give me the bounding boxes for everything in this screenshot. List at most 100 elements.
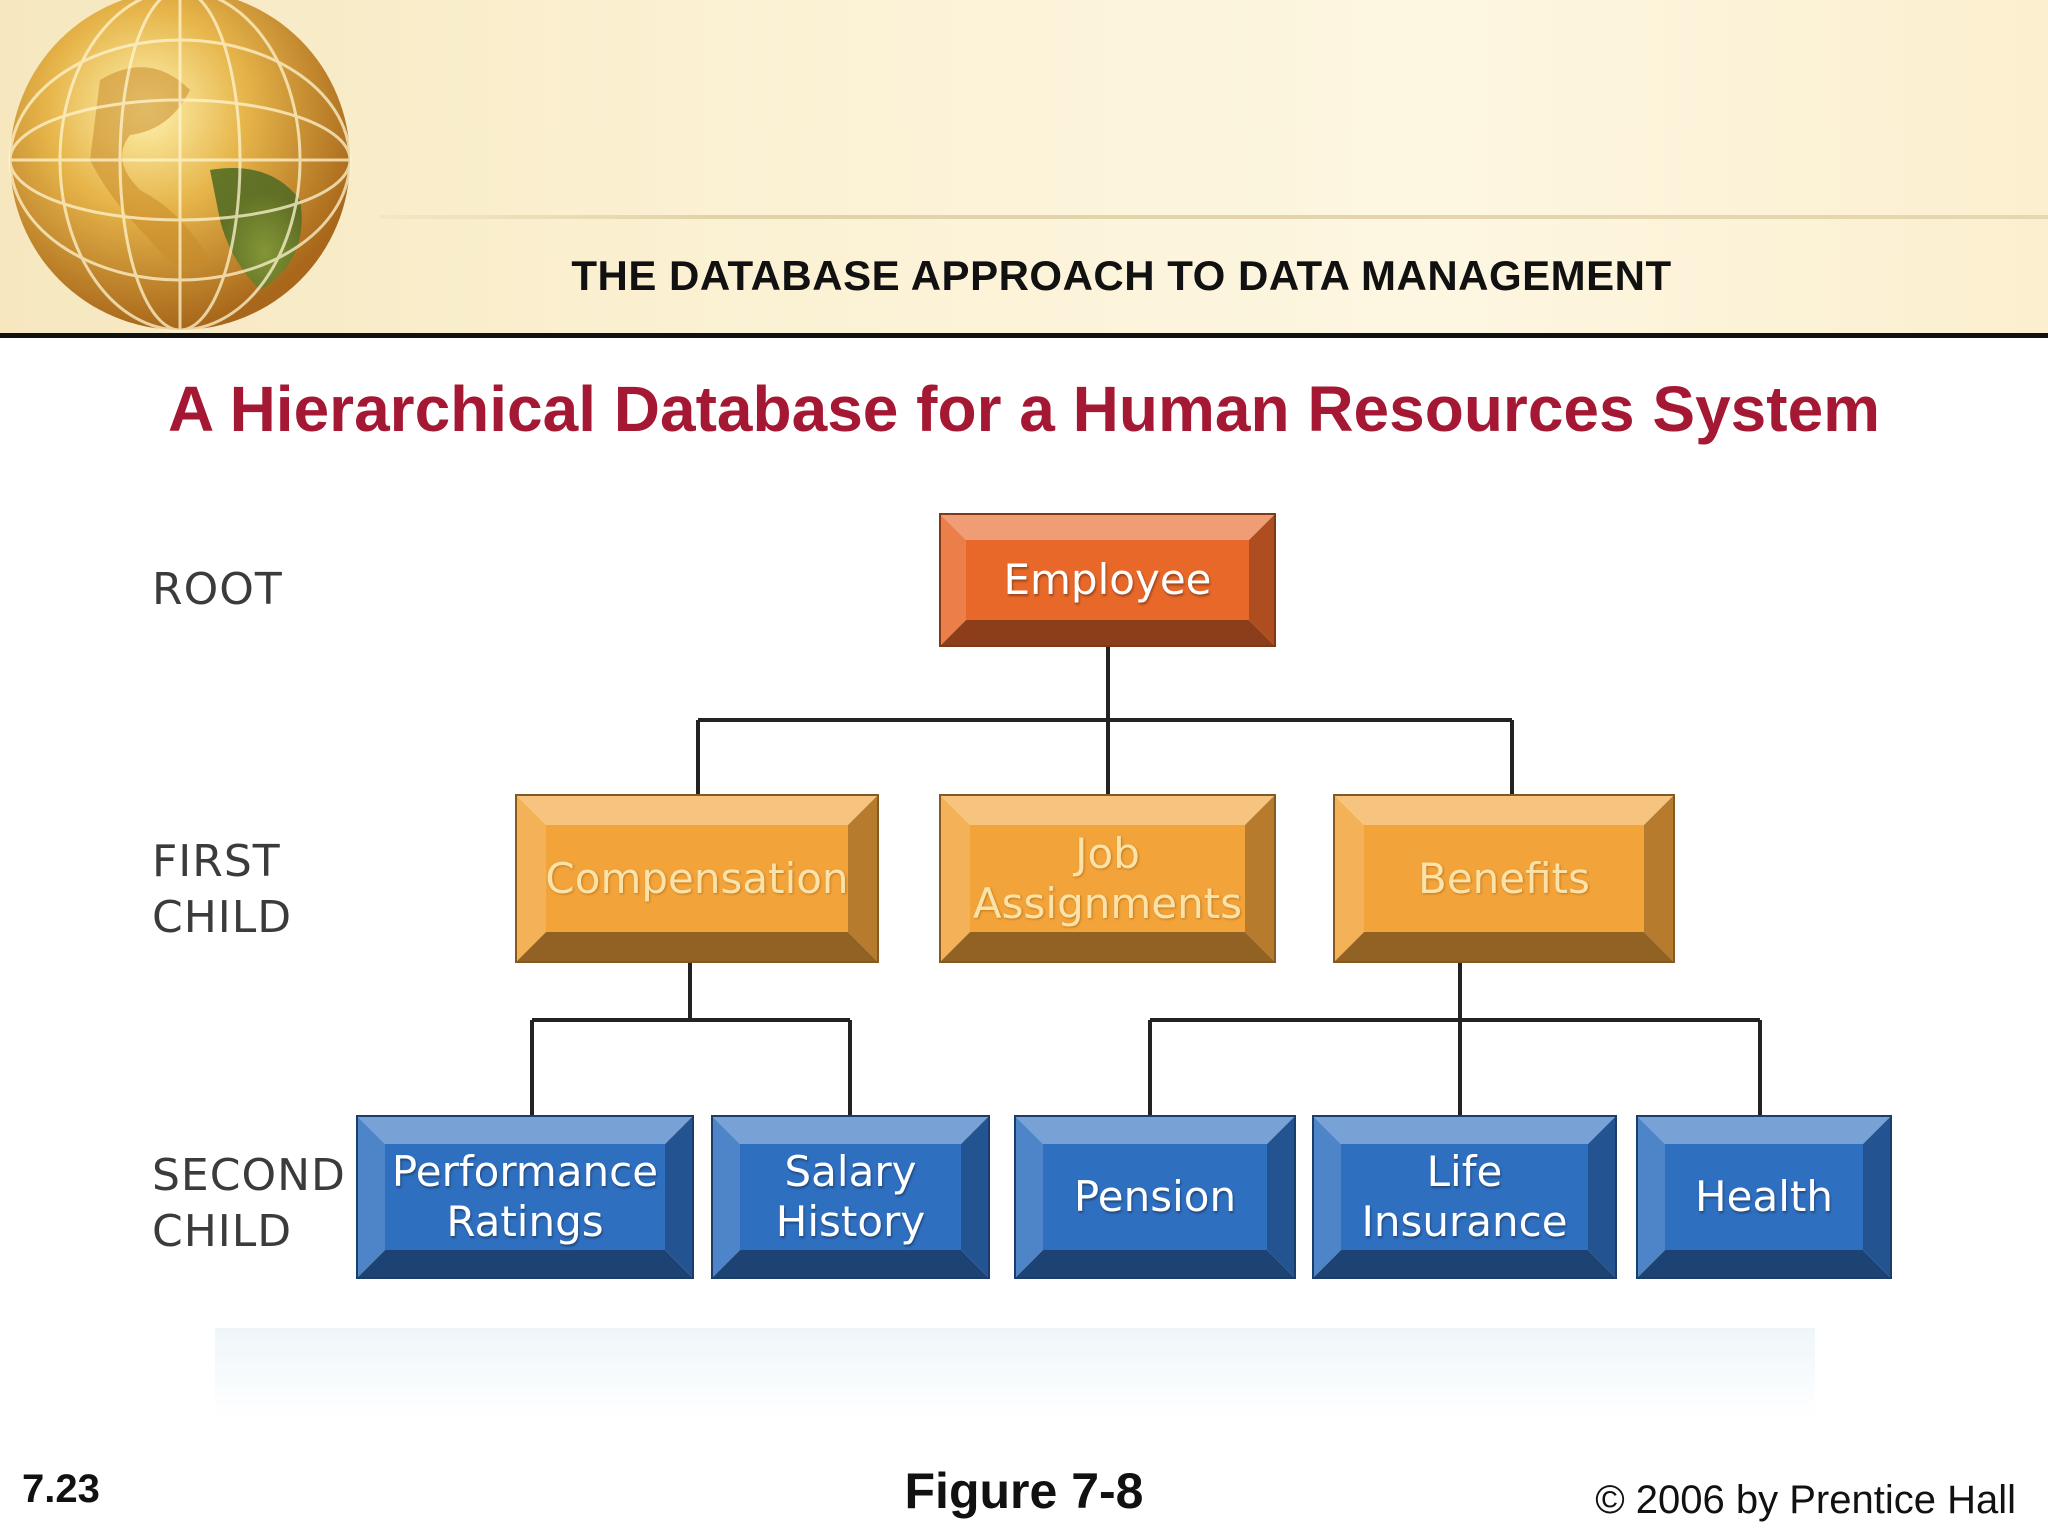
node-text: Life (1426, 1147, 1503, 1196)
bevel-face (1267, 1116, 1295, 1278)
bevel-face (940, 795, 970, 962)
pension-box (1014, 1115, 1296, 1279)
node-text: Job (1075, 828, 1140, 878)
bevel-face (848, 795, 878, 962)
bevel-face (1637, 1250, 1891, 1278)
bevel-face (1313, 1116, 1616, 1144)
bevel-face (357, 1250, 693, 1278)
bevel-face (712, 1250, 989, 1278)
box-face (1341, 1144, 1588, 1250)
bevel-face (1334, 795, 1364, 962)
bevel-face (1245, 795, 1275, 962)
node-compensation: Compensation (516, 795, 878, 962)
level-label-root: ROOT (152, 562, 283, 618)
performance-ratings-box (356, 1115, 694, 1279)
connector-lines (530, 646, 1762, 1118)
box-edge (356, 1115, 694, 1279)
bevel-face (940, 514, 1275, 540)
bevel-face (1863, 1116, 1891, 1278)
header-banner: THE DATABASE APPROACH TO DATA MANAGEMENT (0, 0, 2048, 336)
node-text: Performance (391, 1147, 659, 1196)
bevel-face (665, 1116, 693, 1278)
header-divider (0, 333, 2048, 338)
slide-number: 7.23 (22, 1467, 100, 1511)
level-label-line: FIRST (152, 836, 281, 887)
node-pension: Pension (1015, 1116, 1295, 1278)
diagram-reflection (215, 1328, 1815, 1418)
box-edge (515, 794, 879, 963)
node-benefits: Benefits (1334, 795, 1674, 962)
bevel-face (940, 795, 1275, 825)
bevel-face (516, 795, 878, 825)
section-title: THE DATABASE APPROACH TO DATA MANAGEMENT (571, 252, 1672, 299)
bevel-face (357, 1116, 693, 1144)
node-salary-history: Salary History (712, 1116, 989, 1278)
slide-title: A Hierarchical Database for a Human Reso… (167, 373, 1881, 445)
node-text: Insurance (1361, 1197, 1568, 1246)
benefits-box (1333, 794, 1675, 963)
bevel-face (1588, 1116, 1616, 1278)
bevel-face (1015, 1250, 1295, 1278)
salary-history-box (711, 1115, 990, 1279)
box-face (1665, 1144, 1863, 1250)
bevel-face (940, 932, 1275, 962)
node-performance-ratings: Performance Ratings (357, 1116, 693, 1278)
node-text: Salary (784, 1147, 917, 1196)
bevel-face (1313, 1250, 1616, 1278)
bevel-face (712, 1116, 740, 1278)
bevel-face (516, 932, 878, 962)
box-face (966, 540, 1249, 620)
box-face (546, 825, 848, 932)
node-text: Ratings (446, 1197, 604, 1246)
box-edge (1014, 1115, 1296, 1279)
node-text: Employee (1003, 555, 1212, 604)
level-label-line: CHILD (152, 1206, 293, 1257)
figure-caption: Figure 7-8 (904, 1463, 1144, 1519)
level-label-first-child: FIRST CHILD (152, 834, 292, 946)
node-text: Benefits (1418, 853, 1590, 903)
employee-box (939, 513, 1276, 647)
bevel-face (1015, 1116, 1043, 1278)
box-edge (939, 794, 1276, 963)
box-face (740, 1144, 961, 1250)
bevel-face (1644, 795, 1674, 962)
copyright: © 2006 by Prentice Hall (1595, 1478, 2016, 1522)
node-text: Pension (1073, 1172, 1237, 1221)
node-text: Assignments (972, 878, 1243, 928)
level-label-line: SECOND (152, 1150, 346, 1201)
bevel-face (1637, 1116, 1891, 1144)
banner-rule (380, 215, 2048, 219)
box-edge (711, 1115, 990, 1279)
box-face (1364, 825, 1644, 932)
bevel-face (940, 514, 966, 646)
bevel-face (1334, 795, 1674, 825)
node-health: Health (1637, 1116, 1891, 1278)
compensation-box (515, 794, 879, 963)
bevel-face (1637, 1116, 1665, 1278)
bevel-face (516, 795, 546, 962)
box-face (970, 825, 1245, 932)
bevel-face (712, 1116, 989, 1144)
bevel-face (1313, 1116, 1341, 1278)
box-face (1043, 1144, 1267, 1250)
health-box (1636, 1115, 1892, 1279)
bevel-face (940, 620, 1275, 646)
box-edge (1636, 1115, 1892, 1279)
globe-icon (8, 0, 352, 332)
level-label-line: CHILD (152, 892, 293, 943)
node-text: Health (1695, 1172, 1833, 1221)
bevel-face (1015, 1116, 1295, 1144)
node-job-assignments: Job Assignments (940, 795, 1275, 962)
level-label-line: ROOT (152, 564, 283, 615)
node-employee: Employee (940, 514, 1275, 646)
bevel-face (1249, 514, 1275, 646)
box-edge (1312, 1115, 1617, 1279)
node-life-insurance: Life Insurance (1313, 1116, 1616, 1278)
node-text: History (775, 1197, 926, 1246)
bevel-face (357, 1116, 385, 1278)
job-assignments-box (939, 794, 1276, 963)
bevel-face (1334, 932, 1674, 962)
life-insurance-box (1312, 1115, 1617, 1279)
box-edge (1333, 794, 1675, 963)
